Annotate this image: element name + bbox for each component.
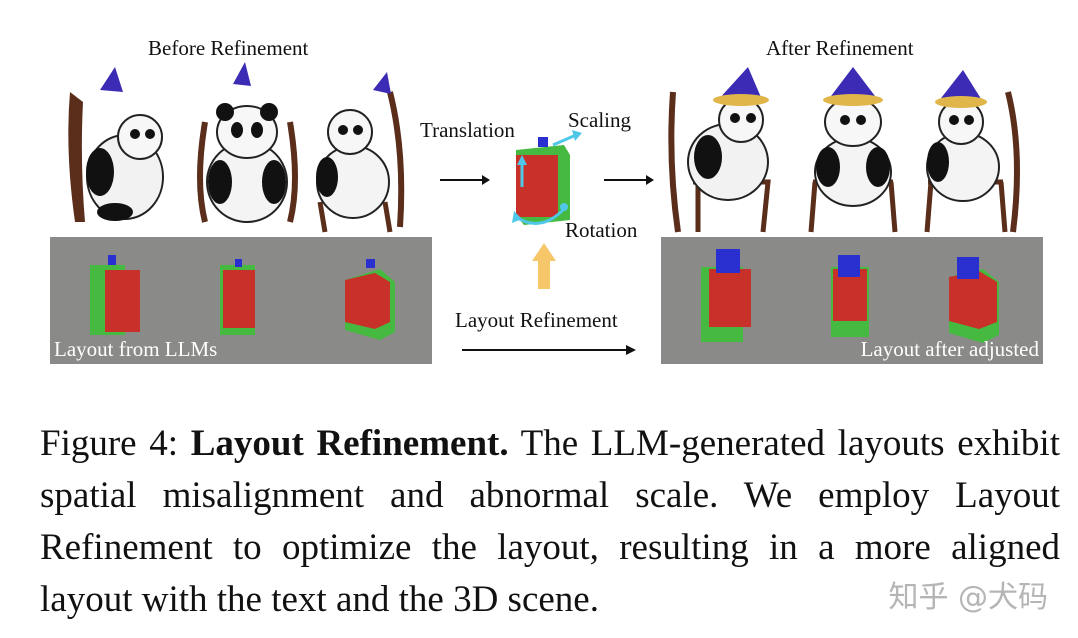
- after-refinement-title: After Refinement: [766, 36, 914, 60]
- llm-layout-boxes: [90, 255, 395, 340]
- before-refinement-title: Before Refinement: [148, 36, 309, 60]
- layout-refinement-label: Layout Refinement: [455, 308, 618, 332]
- layout-after-adjusted-label: Layout after adjusted: [860, 337, 1039, 361]
- layout-after-adjusted-panel: Layout after adjusted: [661, 237, 1043, 364]
- caption-bold-title: Layout Refinement.: [190, 423, 509, 464]
- panda-render-after-3: [924, 70, 1020, 233]
- adjusted-layout-boxes: [701, 249, 999, 343]
- layout-from-llms-panel: Layout from LLMs: [50, 237, 432, 364]
- panda-render-2: [197, 62, 298, 223]
- panda-render-after-2: [808, 67, 898, 233]
- layout-from-llms-label: Layout from LLMs: [54, 337, 218, 361]
- panda-render-3: [316, 72, 405, 233]
- panda-render-1: [68, 67, 164, 222]
- watermark: 知乎 @犬码: [888, 580, 1048, 615]
- scaling-label: Scaling: [568, 108, 631, 132]
- refinement-operations-diagram: [440, 130, 654, 289]
- figure-caption: Figure 4: Layout Refinement. The LLM-gen…: [40, 418, 1060, 626]
- translation-label: Translation: [420, 118, 515, 142]
- layout-refinement-arrow: [462, 345, 636, 355]
- caption-prefix: Figure 4:: [40, 423, 191, 464]
- before-panda-renders: [68, 62, 405, 233]
- panda-render-after-1: [668, 67, 771, 233]
- caption-body: The LLM-generated layouts exhibit spatia…: [40, 423, 1060, 620]
- rotation-label: Rotation: [565, 218, 638, 242]
- after-panda-renders: [668, 67, 1020, 233]
